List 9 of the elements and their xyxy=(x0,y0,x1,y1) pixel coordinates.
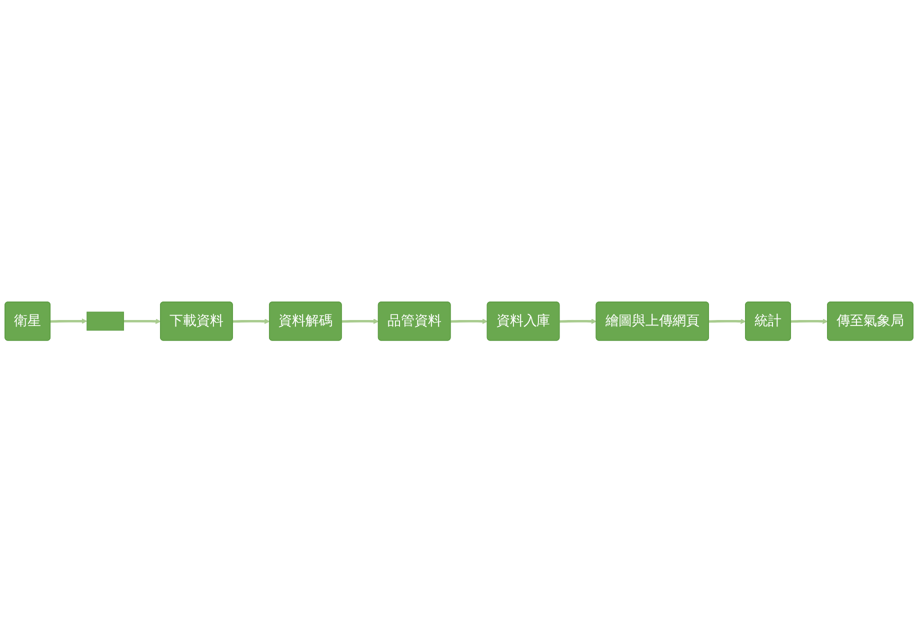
arrow xyxy=(50,318,88,324)
arrow xyxy=(124,318,161,324)
arrow xyxy=(790,318,828,324)
arrow xyxy=(342,318,379,324)
node-box xyxy=(86,312,124,331)
arrow xyxy=(708,318,746,324)
arrow xyxy=(232,318,270,324)
arrow xyxy=(560,318,597,324)
arrow xyxy=(450,318,488,324)
